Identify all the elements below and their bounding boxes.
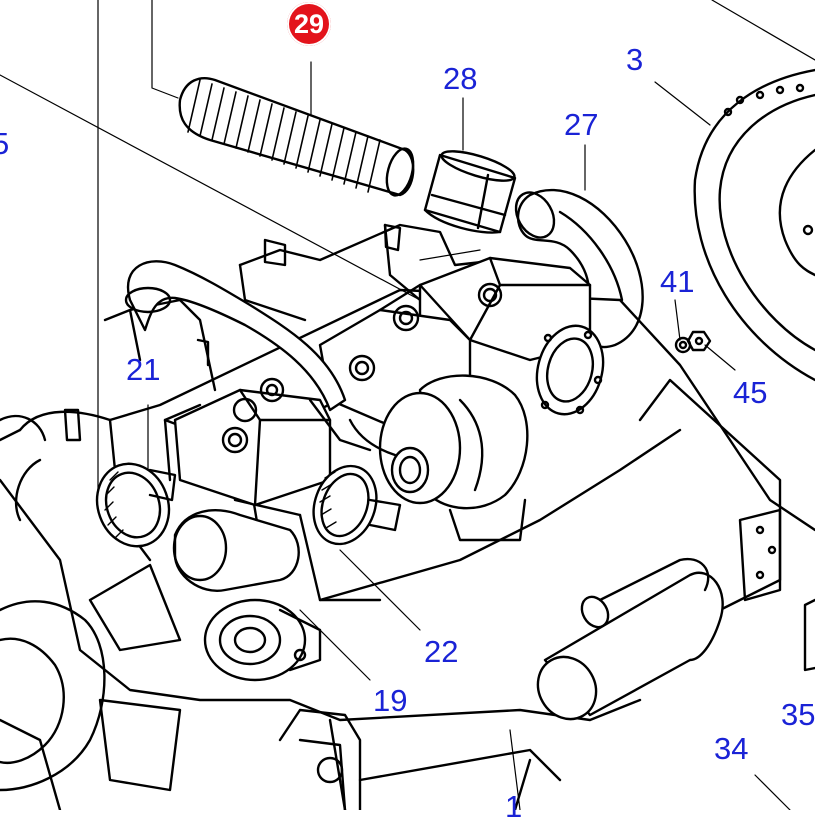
callout-35[interactable]: 35 [781,697,815,732]
callout-3[interactable]: 3 [626,42,644,77]
intake-pipe [124,260,347,412]
bracket-35 [803,598,815,672]
callout-1[interactable]: 1 [505,789,523,824]
callout-45[interactable]: 45 [733,375,768,410]
callout-29-highlighted[interactable]: 29 [287,2,331,46]
top-tabs [63,223,402,442]
callout-27[interactable]: 27 [564,107,599,142]
clamp-21 [95,462,177,548]
callout-22[interactable]: 22 [424,634,459,669]
callout-21[interactable]: 21 [126,352,161,387]
callout-34[interactable]: 34 [714,731,749,766]
lower-elbow-hose [172,508,300,592]
turbocharger [308,374,529,542]
hose-29 [178,77,415,197]
callout-41[interactable]: 41 [660,264,695,299]
pulley-19 [203,598,322,682]
clamp-22 [312,464,402,546]
flywheel [693,68,815,382]
nut-45 [686,330,712,352]
sleeve-28 [423,150,517,234]
callout-28[interactable]: 28 [443,61,478,96]
callout-19[interactable]: 19 [373,683,408,718]
exhaust-flange [535,324,605,416]
fan [0,414,182,792]
starter-motor [536,557,724,721]
callout-5[interactable]: 5 [0,126,10,161]
mount-bracket [278,708,362,810]
